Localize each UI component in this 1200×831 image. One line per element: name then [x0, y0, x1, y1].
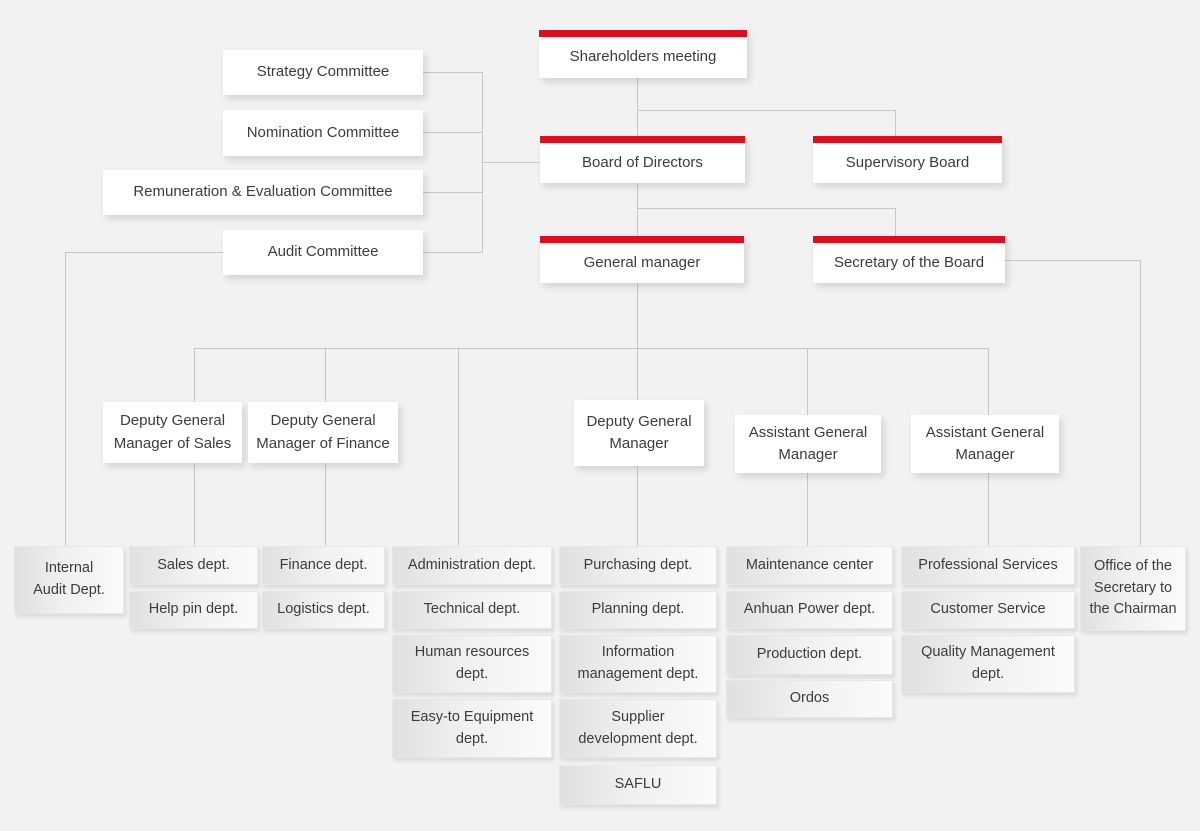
connector-line	[423, 192, 482, 193]
connector-line	[637, 110, 896, 111]
node-deputy-general-manager-of-sales: Deputy General Manager of Sales	[103, 402, 242, 463]
dept-supplier-development: Supplier development dept.	[559, 699, 717, 758]
node-audit-committee: Audit Committee	[223, 230, 423, 275]
connector-line	[637, 78, 638, 137]
connector-line	[423, 72, 482, 73]
dept-anhuan-power: Anhuan Power dept.	[726, 591, 893, 629]
connector-line	[482, 162, 540, 163]
connector-line	[65, 252, 66, 546]
dept-internal-audit: Internal Audit Dept.	[14, 546, 124, 614]
dept-technical: Technical dept.	[392, 591, 552, 629]
node-remuneration-evaluation-committee: Remuneration & Evaluation Committee	[103, 170, 423, 215]
dept-production: Production dept.	[726, 635, 893, 675]
dept-logistics: Logistics dept.	[262, 591, 385, 629]
dept-easy-to-equipment: Easy-to Equipment dept.	[392, 699, 552, 758]
node-assistant-general-manager-2: Assistant General Manager	[911, 415, 1059, 473]
connector-line	[423, 132, 482, 133]
dept-quality-management: Quality Management dept.	[901, 635, 1075, 693]
connector-line	[637, 183, 638, 237]
node-board-of-directors: Board of Directors	[540, 136, 745, 183]
dept-professional-services: Professional Services	[901, 546, 1075, 585]
dept-maintenance-center: Maintenance center	[726, 546, 893, 585]
dept-human-resources: Human resources dept.	[392, 635, 552, 693]
dept-purchasing: Purchasing dept.	[559, 546, 717, 585]
connector-line	[194, 348, 988, 349]
node-shareholders-meeting: Shareholders meeting	[539, 30, 747, 78]
connector-line	[65, 252, 223, 253]
dept-saflu: SAFLU	[559, 765, 717, 805]
dept-planning: Planning dept.	[559, 591, 717, 629]
dept-office-of-secretary-to-chairman: Office of the Secretary to the Chairman	[1080, 546, 1186, 631]
node-deputy-general-manager-of-finance: Deputy General Manager of Finance	[248, 402, 398, 463]
connector-line	[1140, 260, 1141, 546]
node-supervisory-board: Supervisory Board	[813, 136, 1002, 183]
dept-information-management: Information management dept.	[559, 635, 717, 693]
connector-line	[423, 252, 482, 253]
connector-line	[458, 348, 459, 546]
connector-line	[637, 208, 896, 209]
node-assistant-general-manager-1: Assistant General Manager	[735, 415, 881, 473]
connector-line	[637, 282, 638, 348]
node-nomination-committee: Nomination Committee	[223, 110, 423, 156]
connector-line	[895, 208, 896, 237]
node-secretary-of-the-board: Secretary of the Board	[813, 236, 1005, 283]
dept-customer-service: Customer Service	[901, 591, 1075, 629]
connector-line	[1004, 260, 1140, 261]
dept-ordos: Ordos	[726, 680, 893, 718]
node-deputy-general-manager: Deputy General Manager	[574, 400, 704, 466]
connector-line	[895, 110, 896, 137]
node-strategy-committee: Strategy Committee	[223, 50, 423, 95]
dept-help-pin: Help pin dept.	[129, 591, 258, 629]
node-general-manager: General manager	[540, 236, 744, 283]
dept-administration: Administration dept.	[392, 546, 552, 585]
dept-sales: Sales dept.	[129, 546, 258, 585]
dept-finance: Finance dept.	[262, 546, 385, 585]
